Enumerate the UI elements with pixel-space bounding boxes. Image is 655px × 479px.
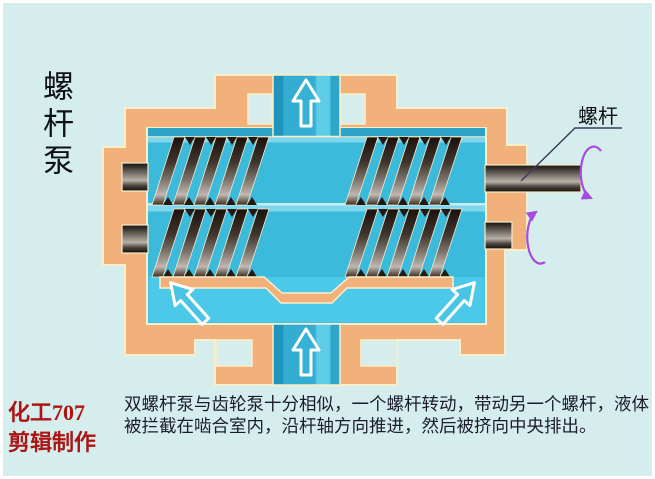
credit-line1: 化工707: [8, 400, 86, 425]
flange-notch: [360, 339, 398, 367]
credit-text: 化工707 剪辑制作: [8, 398, 128, 458]
flange-notch: [215, 339, 253, 367]
left-shaft-bottom: [121, 224, 149, 254]
right-shaft-stub: [484, 221, 513, 250]
leader-line: [520, 127, 622, 182]
left-shaft-top: [121, 162, 149, 192]
caption-text: 双螺杆泵与齿轮泵十分相似，一个螺杆转动，带动另一个螺杆，液体被拦截在啮合室内，沿…: [124, 394, 649, 436]
top-rotation-arrow-icon: [579, 145, 602, 200]
page-title: 螺杆泵: [38, 70, 73, 181]
rotor-boundary: [148, 203, 485, 206]
flange-notch: [247, 93, 273, 125]
bottom-rotation-arrow-icon: [525, 210, 546, 265]
credit-line2: 剪辑制作: [8, 430, 97, 455]
flange-notch: [340, 93, 366, 125]
screw-label: 螺杆: [578, 105, 618, 128]
rotor-boundary: [148, 205, 485, 212]
rotor-highlight: [148, 137, 485, 143]
